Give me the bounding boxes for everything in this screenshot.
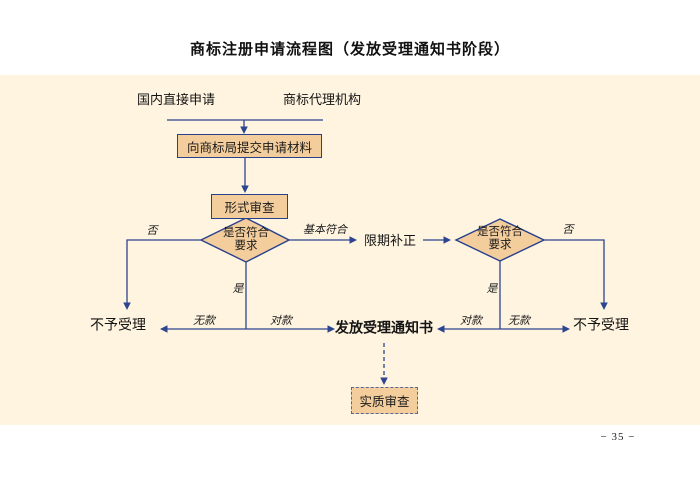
formal-exam-box: 形式审查	[211, 194, 288, 219]
submit-materials-label: 向商标局提交申请材料	[186, 140, 312, 155]
label-no-payment-right: 无款	[508, 314, 530, 327]
diagram-panel	[0, 75, 700, 425]
formal-exam-label: 形式审查	[224, 201, 275, 215]
label-correction: 限期补正	[363, 232, 417, 248]
decision-diamond-right	[454, 218, 546, 262]
reject-left-text: 不予受理	[90, 318, 146, 334]
label-yes-left: 是	[232, 282, 244, 295]
decision-diamond-left	[199, 217, 291, 263]
label-yes-right: 是	[486, 282, 498, 295]
arrowheads	[123, 126, 608, 385]
label-no-left: 否	[146, 224, 158, 237]
label-no-right: 否	[562, 223, 574, 236]
issue-notice-text: 发放受理通知书	[335, 321, 433, 337]
decision-left-text: 是否符合 要求	[223, 226, 269, 252]
page-title: 商标注册申请流程图（发放受理通知书阶段）	[189, 42, 510, 58]
label-no-payment-left: 无款	[193, 314, 215, 327]
decision-right-text: 是否符合 要求	[477, 225, 523, 251]
label-domestic-application: 国内直接申请	[136, 91, 216, 107]
label-agency: 商标代理机构	[282, 91, 362, 107]
label-payment-right: 对款	[460, 314, 482, 327]
page-number: − 35 −	[600, 431, 636, 443]
reject-right-text: 不予受理	[573, 318, 629, 334]
submit-materials-box: 向商标局提交申请材料	[177, 134, 322, 158]
substantive-exam-box: 实质审查	[351, 387, 418, 414]
substantive-exam-label: 实质审查	[359, 395, 410, 409]
label-payment-left: 对款	[270, 314, 292, 327]
label-basic-conform: 基本符合	[303, 223, 347, 236]
